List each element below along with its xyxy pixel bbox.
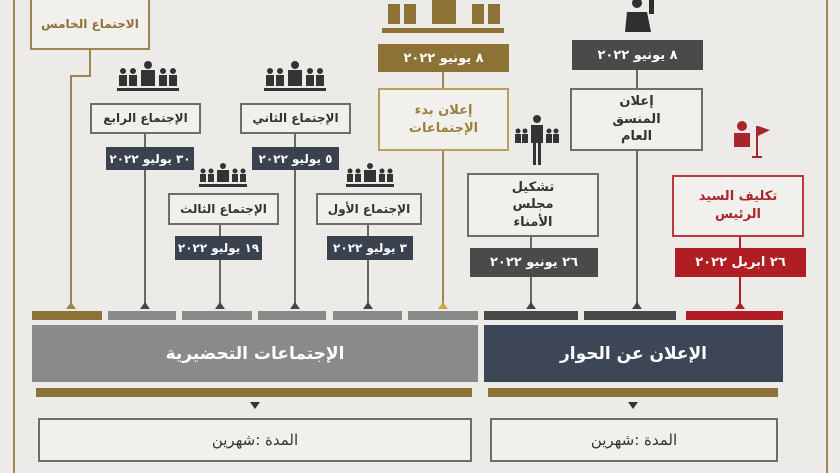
president-flag-icon	[734, 121, 770, 158]
meeting-group-icon	[117, 61, 179, 91]
pointer-icon	[735, 302, 745, 309]
council-people-icon	[515, 115, 559, 165]
phase-preparatory-meetings: الإجتماعات التحضيرية	[32, 325, 478, 382]
duration-box: المدة :شهرين	[490, 418, 778, 462]
arrow-down-icon	[250, 402, 260, 409]
phase-dialogue-announcement: الإعلان عن الحوار	[484, 325, 783, 382]
event-label: تشكيل مجلس الأمناء	[511, 179, 555, 230]
pointer-icon	[438, 302, 448, 309]
pointer-icon	[66, 302, 76, 309]
event-date: ٣٠ يوليو ٢٠٢٢	[106, 147, 194, 170]
pointer-icon	[632, 302, 642, 309]
timeline-segment	[408, 311, 478, 320]
event-fifth-meeting: الاجتماع الخامس	[30, 0, 150, 50]
event-meetings-start: إعلان بدء الإجتماعات	[378, 88, 509, 151]
event-label: الاجتماع الخامس	[41, 16, 139, 31]
event-date: ١٩ يوليو ٢٠٢٢	[175, 236, 262, 260]
phase-underline	[36, 388, 472, 397]
event-date: ٣ يوليو ٢٠٢٢	[327, 236, 413, 260]
event-date: ٥ يوليو ٢٠٢٢	[252, 147, 339, 170]
meeting-group-icon	[346, 163, 394, 187]
event-date: ٨ يونيو ٢٠٢٢	[378, 44, 509, 72]
event-label: إعلان المنسق العام	[612, 94, 661, 145]
timeline-segment	[32, 311, 102, 320]
connector	[367, 225, 369, 305]
connector	[219, 225, 221, 305]
event-second-meeting: الإجتماع الثاني	[240, 103, 351, 134]
meeting-group-icon	[199, 163, 247, 187]
meeting-group-icon	[382, 0, 504, 33]
event-label: الإجتماع الأول	[327, 201, 411, 216]
timeline-segment	[484, 311, 578, 320]
pointer-icon	[140, 302, 150, 309]
pointer-icon	[290, 302, 300, 309]
connector	[442, 72, 444, 305]
event-fourth-meeting: الإجتماع الرابع	[90, 103, 201, 134]
connector	[70, 75, 91, 77]
duration-label: المدة :شهرين	[590, 430, 678, 449]
event-date: ٢٦ يونيو ٢٠٢٢	[470, 248, 598, 277]
frame-left	[13, 0, 15, 473]
connector	[89, 50, 91, 76]
event-label: الإجتماع الثاني	[252, 111, 339, 126]
timeline-segment	[686, 311, 783, 320]
event-label: إعلان بدء الإجتماعات	[408, 102, 479, 136]
pointer-icon	[363, 302, 373, 309]
phase-underline	[488, 388, 778, 397]
event-first-meeting: الإجتماع الأول	[316, 193, 422, 225]
timeline-segment	[584, 311, 676, 320]
timeline-segment	[182, 311, 252, 320]
speaker-person-icon	[625, 0, 654, 32]
connector	[70, 75, 72, 305]
duration-box: المدة :شهرين	[38, 418, 472, 462]
frame-right	[826, 0, 828, 473]
event-date: ٨ يونيو ٢٠٢٢	[572, 40, 703, 70]
event-label: تكليف السيد الرئيس	[698, 189, 778, 222]
event-president: تكليف السيد الرئيس	[672, 175, 804, 237]
event-council: تشكيل مجلس الأمناء	[467, 173, 599, 237]
timeline-segment	[333, 311, 402, 320]
event-label: الإجتماع الرابع	[103, 111, 188, 126]
event-third-meeting: الإجتماع الثالث	[168, 193, 279, 225]
connector	[144, 133, 146, 305]
pointer-icon	[526, 302, 536, 309]
timeline-segment	[108, 311, 176, 320]
arrow-down-icon	[628, 402, 638, 409]
timeline-segment	[258, 311, 326, 320]
duration-label: المدة :شهرين	[211, 430, 299, 449]
pointer-icon	[215, 302, 225, 309]
meeting-group-icon	[264, 61, 326, 91]
event-date: ٢٦ ابريل ٢٠٢٢	[675, 248, 806, 277]
connector	[636, 70, 638, 305]
connector	[294, 133, 296, 305]
event-label: الإجتماع الثالث	[180, 201, 267, 216]
event-coordinator: إعلان المنسق العام	[570, 88, 703, 151]
